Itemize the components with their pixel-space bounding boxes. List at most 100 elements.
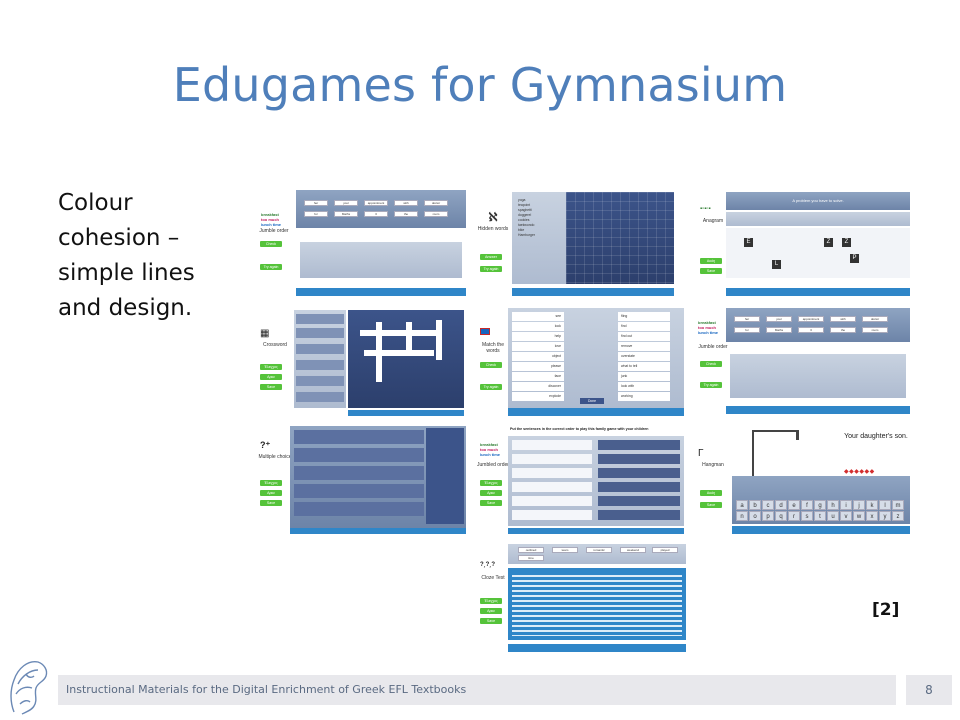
match-right-item[interactable]: fling [618,312,670,321]
answer-button[interactable]: Answer [480,254,502,260]
sentence-row[interactable] [512,482,592,492]
letter-key[interactable]: e [788,500,800,510]
try-again-button[interactable]: Try again [700,382,722,388]
word-tile[interactable]: weekend [620,547,646,553]
save-button[interactable]: Save [700,502,722,508]
question-row[interactable] [294,430,424,444]
check-button[interactable]: Έλεγχος [480,598,502,604]
letter-tile[interactable]: Z [824,238,833,247]
letter-key[interactable]: n [736,511,748,521]
match-left-item[interactable]: see [512,312,564,321]
letter-key[interactable]: r [788,511,800,521]
show-button[interactable]: Ακόη [700,258,722,264]
letter-key[interactable]: v [840,511,852,521]
word-tile[interactable]: her [304,200,328,206]
options-column[interactable] [426,428,464,524]
check-button[interactable]: Check [700,361,722,367]
word-tile[interactable]: 3 [798,327,824,333]
letter-grid[interactable] [566,192,674,284]
letter-key[interactable]: b [749,500,761,510]
match-left-item[interactable]: please [512,362,564,371]
answer-slots[interactable] [726,212,910,226]
word-tile[interactable]: outlined [518,547,544,553]
sentence-row[interactable] [512,468,592,478]
save-button[interactable]: Save [260,500,282,506]
match-left-item[interactable]: explode [512,392,564,401]
done-button[interactable]: Done [580,398,604,404]
match-left-item[interactable]: face [512,372,564,381]
letter-tile[interactable]: P [850,254,859,263]
word-tile[interactable]: doctor [862,316,888,322]
question-row[interactable] [294,466,424,480]
check-button[interactable]: Έλεγχος [480,480,502,486]
letter-key[interactable]: w [853,511,865,521]
word-tile[interactable]: room [862,327,888,333]
try-again-button[interactable]: Try again [480,266,502,272]
save-button[interactable]: Save [260,384,282,390]
word-tile[interactable]: the [394,211,418,217]
word-tile[interactable]: with [394,200,418,206]
letter-key[interactable]: u [827,511,839,521]
sentence-row[interactable] [512,510,592,520]
letter-key[interactable]: g [814,500,826,510]
check-button[interactable]: Έλεγχος [260,364,282,370]
match-left-item[interactable]: object [512,352,564,361]
match-right-item[interactable]: find out [618,332,670,341]
show-button[interactable]: Αρκε [260,490,282,496]
word-tile[interactable]: appointment [364,200,388,206]
save-button[interactable]: Save [480,618,502,624]
word-tile[interactable]: doctor [424,200,448,206]
match-right-item[interactable]: find [618,322,670,331]
letter-key[interactable]: k [866,500,878,510]
word-tile[interactable]: team [552,547,578,553]
save-button[interactable]: Save [480,500,502,506]
word-tile[interactable]: for [304,211,328,217]
word-tile[interactable]: with [830,316,856,322]
save-button[interactable]: Save [700,268,722,274]
letter-key[interactable]: c [762,500,774,510]
match-right-item[interactable]: what to tell [618,362,670,371]
word-tile[interactable]: played [652,547,678,553]
sentence-row[interactable] [512,496,592,506]
match-left-item[interactable]: discover [512,382,564,391]
match-right-item[interactable]: look with [618,382,670,391]
check-button[interactable]: Check [260,241,282,247]
word-tile[interactable]: Maths [766,327,792,333]
letter-key[interactable]: o [749,511,761,521]
word-tile[interactable]: 3 [364,211,388,217]
question-row[interactable] [294,448,424,462]
letter-tile[interactable]: L [772,260,781,269]
letter-key[interactable]: j [853,500,865,510]
letter-tile[interactable]: E [744,238,753,247]
letter-key[interactable]: i [840,500,852,510]
word-tile[interactable]: your [334,200,358,206]
try-again-button[interactable]: Try again [260,264,282,270]
match-right-item[interactable]: working [618,392,670,401]
letter-key[interactable]: s [801,511,813,521]
letter-tile[interactable]: Z [842,238,851,247]
try-again-button[interactable]: Try again [480,384,502,390]
slot-row[interactable] [598,482,680,492]
letter-key[interactable]: l [879,500,891,510]
word-tile[interactable]: romantic [586,547,612,553]
show-button[interactable]: Αρκε [480,608,502,614]
check-button[interactable]: Check [480,362,502,368]
match-right-item[interactable]: remove [618,342,670,351]
letter-key[interactable]: a [736,500,748,510]
letter-key[interactable]: q [775,511,787,521]
check-button[interactable]: Έλεγχος [260,480,282,486]
letter-key[interactable]: t [814,511,826,521]
letter-key[interactable]: y [879,511,891,521]
word-tile[interactable]: your [766,316,792,322]
letter-key[interactable]: d [775,500,787,510]
slot-row[interactable] [598,440,680,450]
show-button[interactable]: Ακόη [700,490,722,496]
word-tile[interactable]: the [830,327,856,333]
word-tile[interactable]: room [424,211,448,217]
show-button[interactable]: Αρκε [480,490,502,496]
slot-row[interactable] [598,510,680,520]
letter-key[interactable]: p [762,511,774,521]
question-row[interactable] [294,484,424,498]
word-tile[interactable]: appointment [798,316,824,322]
match-left-item[interactable]: help [512,332,564,341]
